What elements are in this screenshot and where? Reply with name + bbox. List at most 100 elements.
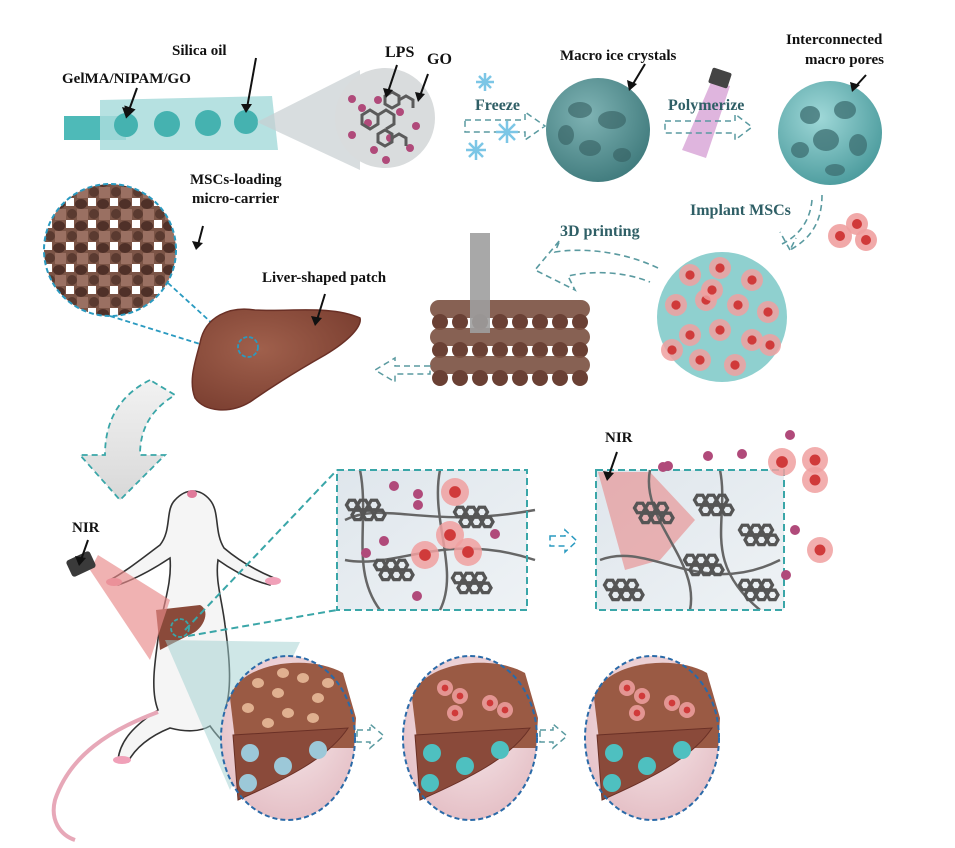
stage-damaged	[220, 655, 356, 821]
label-interconnected-2: macro pores	[805, 52, 884, 68]
micro-carrier-icon	[491, 741, 509, 759]
cell-icon	[757, 301, 779, 323]
cell-icon	[452, 688, 468, 704]
step-3d-printing: 3D printing	[560, 223, 640, 240]
cell-icon	[701, 279, 723, 301]
micro-carrier-icon	[456, 757, 474, 775]
lps-particle	[379, 536, 389, 546]
micro-carrier-icon	[239, 774, 257, 792]
label-gelma: GelMA/NIPAM/GO	[62, 71, 191, 87]
label-interconnected-1: Interconnected	[786, 32, 883, 48]
graphene-oxide-icon	[737, 523, 780, 547]
arrow-3d-printing	[533, 239, 659, 292]
stage-recovered	[584, 655, 720, 821]
micro-carrier-icon	[605, 744, 623, 762]
cell-icon	[807, 537, 833, 563]
micro-carrier-icon	[423, 744, 441, 762]
cell-icon	[802, 447, 828, 473]
arrow-polymerize	[664, 112, 754, 142]
cell-icon	[664, 695, 680, 711]
hydrogel-panel-1	[337, 469, 536, 611]
cell-icon	[437, 680, 453, 696]
label-lps: LPS	[385, 44, 414, 61]
graphene-oxide-icon	[737, 578, 780, 602]
microfluidic-tube-icon	[64, 70, 360, 170]
label-nir-mouse: NIR	[72, 520, 100, 536]
arrow-gelma	[124, 87, 138, 119]
released-cells	[658, 430, 833, 580]
graphene-oxide-icon	[602, 578, 645, 602]
snowflake-icon	[466, 73, 518, 160]
graphene-oxide-icon	[692, 493, 735, 517]
lps-particle	[790, 525, 800, 535]
label-msc-carrier-2: micro-carrier	[192, 191, 280, 207]
arrow-to-liver	[373, 356, 431, 384]
lps-particle	[737, 449, 747, 459]
cell-icon	[411, 541, 439, 569]
arrow-freeze	[464, 110, 547, 142]
lps-particle	[389, 481, 399, 491]
cell-icon	[482, 695, 498, 711]
cell-icon	[679, 264, 701, 286]
cell-icon	[629, 705, 645, 721]
arrow-implant	[779, 194, 823, 252]
micro-carrier-icon	[241, 744, 259, 762]
arrow-panel	[549, 528, 579, 554]
lps-particle	[663, 461, 673, 471]
msc-loaded-sphere	[657, 252, 787, 382]
cell-icon	[454, 538, 482, 566]
label-go: GO	[427, 51, 452, 68]
cell-icon	[436, 521, 464, 549]
micro-carrier-icon	[274, 757, 292, 775]
cell-icon	[497, 702, 513, 718]
cell-icon	[619, 680, 635, 696]
cell-icon	[709, 257, 731, 279]
cell-icon	[665, 294, 687, 316]
graphene-oxide-icon	[344, 498, 387, 522]
cell-icon	[441, 478, 469, 506]
stage-healing	[402, 655, 538, 821]
print-nozzle	[470, 233, 490, 333]
cell-icon	[741, 269, 763, 291]
lps-particle	[490, 529, 500, 539]
graphene-oxide-icon	[450, 571, 493, 595]
label-silica-oil: Silica oil	[172, 43, 227, 59]
lps-particle	[703, 451, 713, 461]
graphene-oxide-icon	[632, 501, 675, 525]
cell-icon	[689, 349, 711, 371]
lps-particle	[361, 548, 371, 558]
arrow-stage-1	[356, 722, 386, 750]
cell-icon	[634, 688, 650, 704]
micro-carrier-icon	[638, 757, 656, 775]
uv-lamp-icon	[682, 67, 732, 158]
step-freeze: Freeze	[475, 97, 520, 114]
cell-icon	[447, 705, 463, 721]
lps-particle	[413, 489, 423, 499]
lps-particle	[785, 430, 795, 440]
label-msc-carrier-1: MSCs-loading	[190, 172, 282, 188]
lps-particle	[413, 500, 423, 510]
step-polymerize: Polymerize	[668, 97, 744, 114]
label-liver-patch: Liver-shaped patch	[262, 270, 387, 286]
cell-icon	[709, 319, 731, 341]
micro-carrier-icon	[603, 774, 621, 792]
arrow-silica	[246, 57, 257, 109]
cell-icon	[661, 339, 683, 361]
liver-icon	[191, 308, 361, 411]
label-macro-ice: Macro ice crystals	[560, 48, 677, 64]
cell-icon	[768, 448, 796, 476]
lps-particle	[781, 570, 791, 580]
zoom-lines	[184, 469, 338, 637]
droplet-zoom-icon	[335, 68, 435, 168]
polymerize-step: Polymerize	[664, 67, 754, 158]
cell-icon	[727, 294, 749, 316]
hydrogel-panel-2	[596, 469, 784, 611]
cell-icon	[679, 702, 695, 718]
cell-icon	[828, 213, 877, 251]
micro-carrier-icon	[673, 741, 691, 759]
implant-arrow	[77, 378, 177, 502]
graphene-oxide-icon	[452, 505, 495, 529]
healing-stages	[220, 655, 720, 821]
freeze-step: Freeze	[464, 73, 547, 160]
